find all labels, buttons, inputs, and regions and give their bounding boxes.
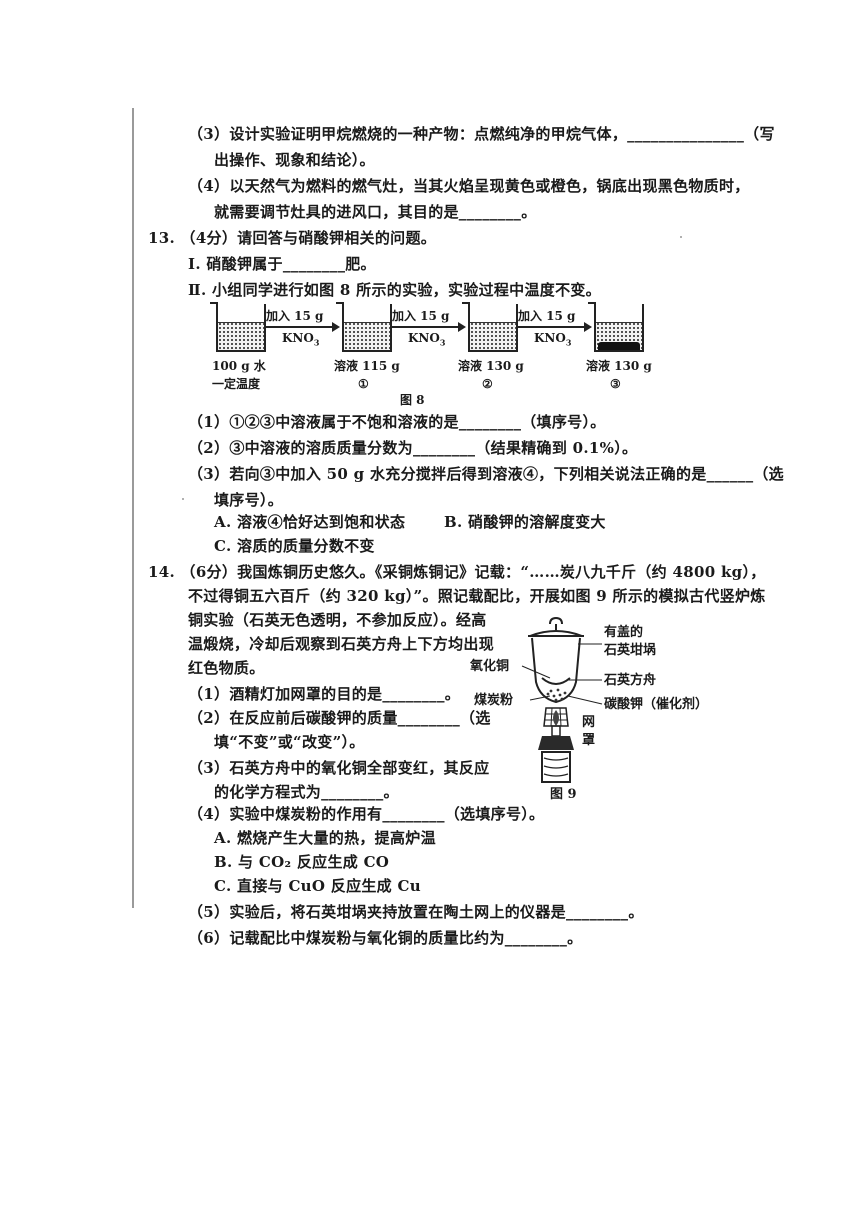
q13-part2: （2）③中溶液的溶质质量分数为________（结果精确到 0.1%）。 [188, 439, 638, 457]
q14-option-c: C. 直接与 CuO 反应生成 Cu [214, 877, 421, 895]
beaker-water [210, 302, 266, 352]
label-copper-oxide: 氧化铜 [470, 659, 510, 674]
label-coal-powder: 煤炭粉 [474, 693, 514, 708]
label-covered-crucible-1: 有盖的 [604, 625, 644, 640]
beaker-solution-2 [462, 302, 518, 352]
step1-arrow [264, 322, 340, 332]
beaker2-caption-1: 溶液 130 g [458, 359, 524, 373]
binding-margin-line [132, 108, 134, 908]
q14-line1: 14. （6分）我国炼铜历史悠久。《采铜炼铜记》记载：“……炭八九千斤（约 48… [148, 563, 766, 581]
q14-line2: 不过得铜五六百斤（约 320 kg）”。照记载配比，开展如图 9 所示的模拟古代… [188, 587, 766, 605]
q12-part4-line1: （4）以天然气为燃料的燃气灶，当其火焰呈现黄色或橙色，锅底出现黑色物质时， [188, 177, 750, 195]
step3-reagent: KNO3 [534, 331, 572, 348]
figure-9: 有盖的 石英坩埚 氧化铜 石英方舟 煤炭粉 碳酸钾（催化剂） 网 罩 图 9 [470, 614, 730, 804]
q14-line5: 红色物质。 [188, 659, 265, 677]
beaker0-caption-1: 100 g 水 [212, 359, 266, 373]
step3-add-label: 加入 15 g [518, 309, 576, 323]
label-covered-crucible-2: 石英坩埚 [604, 643, 657, 658]
q14-part2-line2: 填“不变”或“改变”）。 [214, 733, 365, 751]
beaker1-caption-2: ① [358, 377, 369, 391]
q14-line4: 温煅烧，冷却后观察到石英方舟上下方均出现 [188, 635, 495, 653]
q14-part3-line2: 的化学方程式为________。 [214, 783, 399, 801]
q13-option-b: B. 硝酸钾的溶解度变大 [444, 513, 606, 531]
step2-arrow [390, 322, 466, 332]
figure-8: 加入 15 g KNO3 加入 15 g KNO3 加入 15 g KNO3 1… [200, 296, 670, 408]
q13-part3-line1: （3）若向③中加入 50 g 水充分搅拌后得到溶液④，下列相关说法正确的是___… [188, 465, 784, 483]
figure-8-caption: 图 8 [400, 393, 425, 407]
q12-part3-line2: 出操作、现象和结论）。 [214, 151, 375, 169]
step3-arrow [516, 322, 592, 332]
q14-line3: 铜实验（石英无色透明，不参加反应）。经高 [188, 611, 487, 629]
scan-speck [182, 498, 184, 500]
q14-option-b: B. 与 CO₂ 反应生成 CO [214, 853, 390, 871]
furnace-apparatus-drawing [521, 616, 603, 783]
step2-add-label: 加入 15 g [392, 309, 450, 323]
q13-part-ii: Ⅱ. 小组同学进行如图 8 所示的实验，实验过程中温度不变。 [188, 281, 601, 299]
label-quartz-boat: 石英方舟 [604, 673, 657, 688]
label-potassium-carbonate: 碳酸钾（催化剂） [604, 697, 709, 712]
q14-part5: （5）实验后，将石英坩埚夹持放置在陶土网上的仪器是________。 [188, 903, 644, 921]
scan-speck [680, 236, 682, 238]
beaker-solution-1 [336, 302, 392, 352]
q12-part4-line2: 就需要调节灶具的进风口，其目的是________。 [214, 203, 537, 221]
q14-part4: （4）实验中煤炭粉的作用有________（选填序号）。 [188, 805, 545, 823]
step1-reagent: KNO3 [282, 331, 320, 348]
label-net-cover-1: 网 [582, 715, 596, 730]
q14-part1: （1）酒精灯加网罩的目的是________。 [188, 685, 461, 703]
beaker3-caption-1: 溶液 130 g [586, 359, 652, 373]
undissolved-solid [598, 342, 640, 350]
beaker-solution-3 [588, 302, 644, 352]
q14-part3-line1: （3）石英方舟中的氧化铜全部变红，其反应 [188, 759, 490, 777]
beaker2-caption-2: ② [482, 377, 493, 391]
q14-part6: （6）记载配比中煤炭粉与氧化铜的质量比约为________。 [188, 929, 583, 947]
q12-part3-line1: （3）设计实验证明甲烷燃烧的一种产物：点燃纯净的甲烷气体，___________… [188, 125, 775, 143]
label-net-cover-2: 罩 [582, 733, 596, 748]
q13-part1: （1）①②③中溶液属于不饱和溶液的是________（填序号）。 [188, 413, 606, 431]
beaker0-caption-2: 一定温度 [212, 377, 261, 391]
step1-add-label: 加入 15 g [266, 309, 324, 323]
q14-option-a: A. 燃烧产生大量的热，提高炉温 [214, 829, 436, 847]
q14-part2-line1: （2）在反应前后碳酸钾的质量________（选 [188, 709, 491, 727]
q13-heading: 13. （4分）请回答与硝酸钾相关的问题。 [148, 229, 437, 247]
step2-reagent: KNO3 [408, 331, 446, 348]
q13-part3-line2: 填序号）。 [214, 491, 284, 509]
q13-option-a: A. 溶液④恰好达到饱和状态 [214, 513, 406, 531]
q13-part-i: Ⅰ. 硝酸钾属于________肥。 [188, 255, 376, 273]
beaker3-caption-2: ③ [610, 377, 621, 391]
figure-9-caption: 图 9 [550, 787, 577, 802]
beaker1-caption-1: 溶液 115 g [334, 359, 400, 373]
q13-option-c: C. 溶质的质量分数不变 [214, 537, 375, 555]
